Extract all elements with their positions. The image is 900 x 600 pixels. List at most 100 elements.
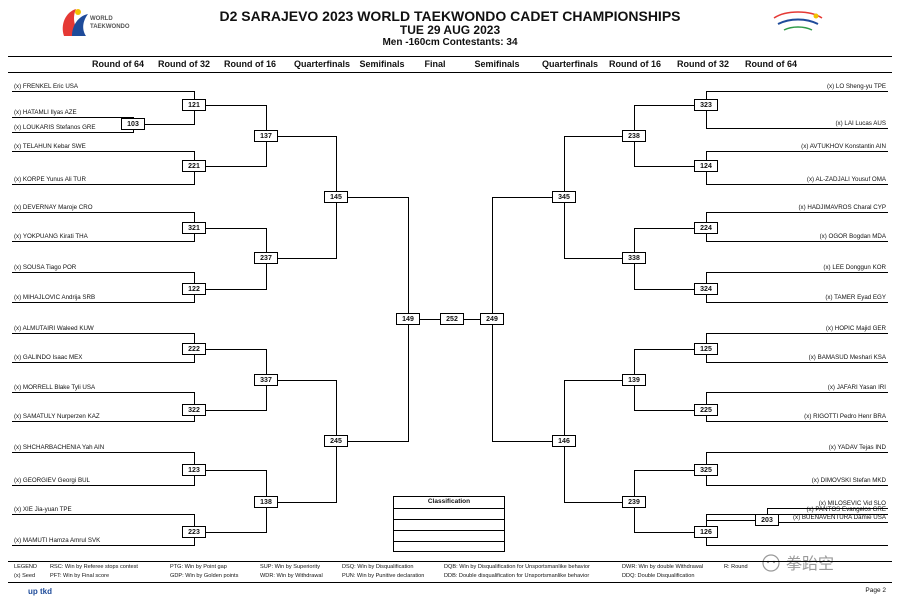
bracket-line — [206, 228, 266, 229]
athlete-name-left: (x) MAMUTI Hamza Amrul SVK — [14, 537, 101, 544]
athlete-name-left: (x) MIHAJLOVIC Andrija SRB — [14, 294, 96, 301]
bracket-line — [492, 441, 552, 442]
round-header-left-qf: Quarterfinals — [293, 59, 351, 69]
bracket-line — [206, 289, 266, 290]
round-header-right-32: Round of 32 — [677, 59, 729, 69]
bracket-line — [12, 392, 194, 393]
round-header-right-16: Round of 16 — [609, 59, 661, 69]
athlete-name-right: (x) AVTUKHOV Konstantin AIN — [801, 143, 886, 150]
bracket-line — [706, 128, 888, 129]
bracket-line — [278, 136, 336, 137]
legend-item: RSC: Win by Referee stops contest — [50, 564, 138, 570]
match-box-r32: 122 — [182, 283, 206, 295]
round-header-left-sf: Semifinals — [359, 59, 405, 69]
athlete-name-right: (x) HADJIMAVROS Charal CYP — [798, 204, 886, 211]
athlete-name-right: (x) LAI Lucas AUS — [835, 120, 886, 127]
bracket-line — [634, 349, 694, 350]
watermark-text: 拳跆空 — [786, 554, 834, 573]
match-box-r16: 239 — [622, 496, 646, 508]
athlete-name-left: (x) SAMATULY Nurperzen KAZ — [14, 413, 100, 420]
match-box-r16: 139 — [622, 374, 646, 386]
bracket-line — [706, 333, 888, 334]
bracket-line — [706, 302, 888, 303]
round-header-left-64: Round of 64 — [92, 59, 144, 69]
athlete-name-right: (x) YADAV Tejas IND — [828, 444, 886, 451]
classification-row — [394, 519, 504, 520]
legend-item: DDB: Double disqualification for Unsport… — [444, 573, 590, 579]
page-title: D2 SARAJEVO 2023 WORLD TAEKWONDO CADET C… — [219, 8, 681, 24]
bracket-line — [706, 545, 888, 546]
match-box-r32: 225 — [694, 404, 718, 416]
legend-seed: (x) Seed — [14, 573, 36, 579]
bracket-line — [12, 212, 194, 213]
tournament-bracket: (x) FRENKEL Eric USA(x) HATAMLI Ilyas AZ… — [12, 83, 888, 546]
round-header-final: Final — [424, 59, 446, 69]
bracket-line — [348, 197, 408, 198]
athlete-name-right: (x) LO Sheng-yu TPE — [826, 83, 886, 90]
athlete-name-right: (x) BUENAVENTURA Damie USA — [792, 514, 886, 521]
watermark: 拳跆空 — [762, 554, 834, 573]
classification-row — [394, 508, 504, 509]
bracket-line — [12, 241, 194, 242]
round-header-right-sf: Semifinals — [474, 59, 520, 69]
athlete-name-left: (x) ALMUTAIRI Waleed KUW — [14, 325, 94, 332]
match-box-sf: 249 — [480, 313, 504, 325]
legend-item: SUP: Win by Superiority — [260, 564, 320, 570]
match-box-qf: 145 — [324, 191, 348, 203]
bracket-line — [706, 392, 888, 393]
legend-label: LEGEND — [14, 564, 38, 570]
legend-item: DDQ: Double Disqualification — [622, 573, 695, 579]
bracket-line — [12, 151, 194, 152]
bracket-line — [492, 197, 552, 198]
bracket-line — [206, 349, 266, 350]
athlete-name-left: (x) HATAMLI Ilyas AZE — [14, 109, 77, 116]
round-header-left-32: Round of 32 — [158, 59, 210, 69]
bracket-line — [12, 421, 194, 422]
header-top-line — [8, 56, 892, 57]
legend-item: PFT: Win by Final score — [50, 573, 110, 579]
bracket-line — [12, 91, 194, 92]
bracket-line — [564, 380, 622, 381]
legend-item: R: Round — [724, 564, 748, 570]
classification-row — [394, 541, 504, 542]
match-box-r32: 121 — [182, 99, 206, 111]
bracket-line — [634, 228, 694, 229]
bracket-line — [12, 362, 194, 363]
legend-item: GDP: Win by Golden points — [170, 573, 239, 579]
match-box-r16: 137 — [254, 130, 278, 142]
classification-row — [394, 530, 504, 531]
bracket-line — [420, 319, 440, 320]
bracket-line — [564, 136, 622, 137]
bracket-line — [278, 380, 336, 381]
bracket-line — [634, 532, 694, 533]
legend-item: DSQ: Win by Disqualification — [342, 564, 414, 570]
match-box-r32: 323 — [694, 99, 718, 111]
legend-item: DQB: Win by Disqualification for Unsport… — [444, 564, 590, 570]
athlete-name-right: (x) MILOSEVIC Vid SLO — [818, 500, 886, 507]
match-box-qf: 146 — [552, 435, 576, 447]
match-box-r16: 337 — [254, 374, 278, 386]
bracket-line — [12, 184, 194, 185]
athlete-name-right: (x) BAMASUD Meshari KSA — [808, 354, 886, 361]
round-header-left-16: Round of 16 — [224, 59, 276, 69]
bracket-line — [706, 91, 888, 92]
bracket-line — [564, 502, 622, 503]
world-taekwondo-logo: WORLD TAEKWONDO — [62, 9, 130, 36]
footer-logo: up tkd — [28, 587, 52, 596]
legend-item: PUN: Win by Punitive declaration — [342, 573, 425, 579]
bracket-line — [12, 132, 133, 133]
athlete-name-left: (x) XIE Jia-yuan TPE — [14, 506, 72, 513]
bracket-line — [634, 166, 694, 167]
bracket-line — [634, 105, 694, 106]
match-box-r16: 238 — [622, 130, 646, 142]
bracket-line — [278, 258, 336, 259]
athlete-name-left: (x) GALINDO Isaac MEX — [14, 354, 83, 361]
division-info: Men -160cm Contestants: 34 — [382, 37, 518, 48]
match-box-r32: 324 — [694, 283, 718, 295]
page-date: TUE 29 AUG 2023 — [399, 23, 501, 37]
athlete-name-left: (x) KORPE Yunus Ali TUR — [14, 176, 86, 183]
athlete-name-left: (x) DEVERNAY Maroje CRO — [14, 204, 93, 211]
match-box-r32: 223 — [182, 526, 206, 538]
bracket-line — [12, 545, 194, 546]
match-box-r32: 126 — [694, 526, 718, 538]
